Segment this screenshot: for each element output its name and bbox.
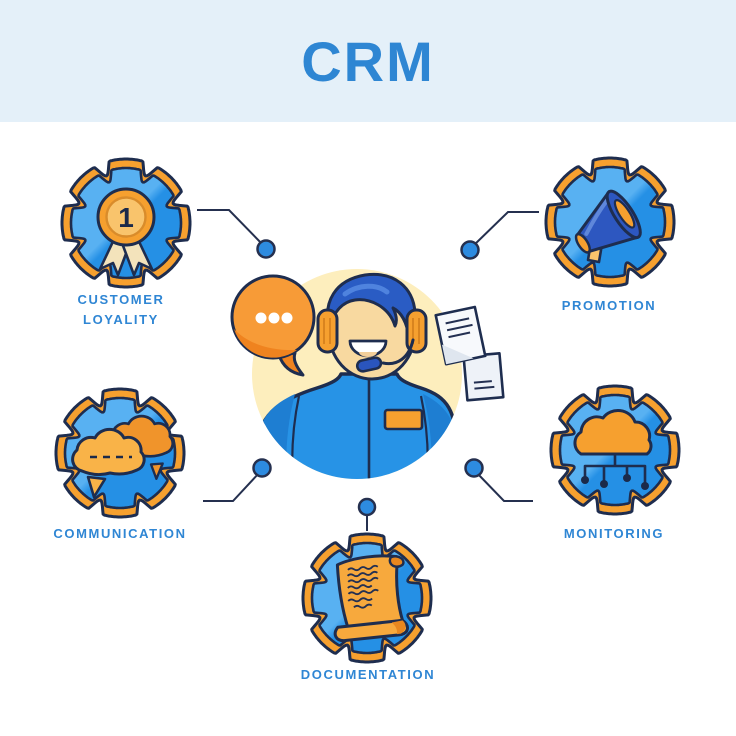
gear-promotion xyxy=(544,156,676,288)
gear-documentation xyxy=(301,532,433,664)
connector-communication xyxy=(203,458,272,502)
scroll-icon xyxy=(333,554,409,643)
label-monitoring: MONITORING xyxy=(563,526,665,541)
label-line-1: CUSTOMER xyxy=(77,292,165,307)
speech-clouds-icon xyxy=(71,414,175,499)
cloud-network-icon xyxy=(573,408,653,490)
gear-customer-loyalty: 1 xyxy=(60,157,192,289)
support-agent-illustration xyxy=(230,269,505,479)
label-communication: COMMUNICATION xyxy=(53,526,187,541)
documents-icon xyxy=(434,305,505,402)
connector-monitoring xyxy=(464,458,533,502)
medal-number: 1 xyxy=(118,202,134,233)
label-customer-loyalty: CUSTOMER LOYALITY xyxy=(78,290,165,330)
megaphone-icon xyxy=(574,189,642,264)
label-documentation: DOCUMENTATION xyxy=(300,667,436,682)
connector-promotion xyxy=(460,211,539,260)
headset-icon xyxy=(316,308,428,354)
label-line-2: LOYALITY xyxy=(83,312,159,327)
connector-customer-loyalty xyxy=(197,209,276,259)
title-band: CRM xyxy=(0,0,736,122)
gear-communication xyxy=(54,387,186,519)
medal-icon: 1 xyxy=(96,187,156,277)
page-title: CRM xyxy=(301,29,435,93)
chest-badge xyxy=(383,408,424,431)
speech-bubble-icon xyxy=(230,274,316,377)
label-promotion: PROMOTION xyxy=(561,298,657,313)
gear-monitoring xyxy=(549,384,681,516)
connector-documentation xyxy=(357,497,377,531)
